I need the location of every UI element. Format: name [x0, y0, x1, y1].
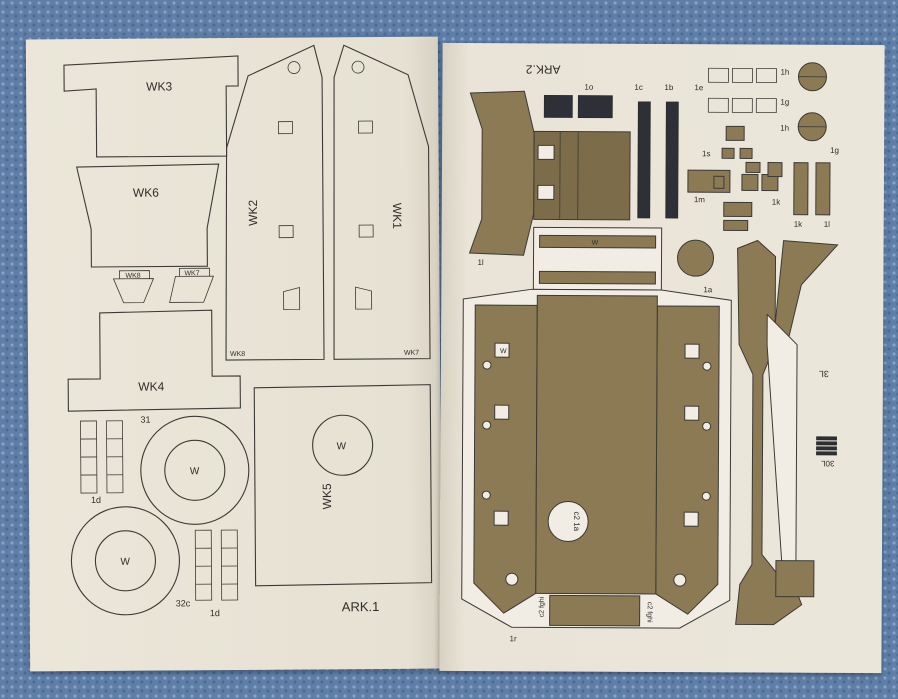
- part-32c-inner: [94, 530, 156, 592]
- part-1a-disc: [677, 239, 715, 277]
- label-wk8-corner: WK8: [230, 351, 245, 358]
- part-wk5: [253, 384, 433, 587]
- mark-wk1-a: [357, 120, 373, 134]
- label-1k-a: 1k: [772, 198, 781, 207]
- label-1h-a: 1h: [780, 68, 789, 77]
- label-32c: 32c: [176, 598, 191, 608]
- label-1e: 1e: [694, 83, 703, 92]
- label-c2-fghi-a: c2 fghi: [539, 596, 546, 617]
- label-wk4: WK4: [138, 379, 164, 393]
- part-wk2-hole: [287, 61, 301, 74]
- label-wk7-corner: WK7: [404, 350, 419, 357]
- mark-w-1: [537, 144, 555, 160]
- part-1b-dark: [665, 101, 679, 219]
- label-c2-1a: c2 1a: [572, 512, 581, 532]
- label-1o: 1o: [584, 83, 593, 92]
- part-wk3: [63, 55, 239, 158]
- part-small-wk7: [169, 267, 215, 303]
- part-upper-hull-left: [468, 90, 535, 256]
- label-1l-top: 1l: [477, 258, 483, 267]
- mark-wk2-b: [278, 225, 294, 239]
- part-upper-hull-front: [533, 130, 631, 221]
- part-wk4: [67, 309, 241, 412]
- part-deck-khaki-band-2: [538, 270, 656, 285]
- label-1h-b: 1h: [780, 124, 789, 133]
- part-wk1-hole: [351, 60, 365, 74]
- label-w-deck: W: [592, 240, 599, 247]
- part-wk5-circle: [312, 414, 374, 476]
- mark-w-2: [537, 184, 555, 200]
- part-1k-strip-b: [815, 162, 831, 216]
- part-wk2: [225, 44, 325, 361]
- label-3l: 3L: [819, 369, 829, 379]
- part-1d-strips-top: [80, 420, 124, 494]
- part-30l-comb: [816, 436, 837, 456]
- mark-wk1-b: [358, 224, 374, 238]
- label-wk8-small: WK8: [125, 273, 140, 280]
- part-1e-boxes: [707, 67, 777, 113]
- part-wk1: [333, 44, 431, 360]
- label-1s: 1s: [702, 149, 711, 158]
- label-wk5: WK5: [320, 483, 334, 509]
- part-hull-side-left: [473, 304, 538, 614]
- label-31: 31: [140, 415, 150, 425]
- part-hull-rear-tab: [549, 594, 641, 627]
- part-hull-markings: [481, 342, 712, 587]
- sheet-ark-2-drawing: ARK.2 1l 1o 1c 1b 1e 1h 1g 1h 1g: [461, 62, 839, 643]
- part-deck-khaki-band: [539, 234, 657, 249]
- part-1k-strip-a: [793, 162, 809, 216]
- label-wk2: WK2: [246, 199, 260, 225]
- label-wk3: WK3: [146, 79, 172, 93]
- part-3l-end: [775, 560, 815, 598]
- label-1g-a: 1g: [780, 98, 789, 107]
- label-1m: 1m: [694, 195, 705, 204]
- sheet-label-ark2: ARK.2: [525, 62, 560, 76]
- sheet-ark-1-drawing: WK3 WK6 WK8 WK7 WK4 WK2 WK8 WK1 WK7 W WK…: [63, 44, 433, 618]
- part-3l-wing: [772, 240, 839, 346]
- sheet-ark-2: ARK.2 1l 1o 1c 1b 1e 1h 1g 1h 1g: [439, 42, 885, 674]
- part-1d-strips-bottom: [194, 529, 239, 601]
- part-wk6: [76, 163, 220, 268]
- label-w-hull: W: [500, 348, 507, 355]
- label-1r: 1r: [510, 634, 517, 643]
- part-31-wheel: [140, 415, 250, 525]
- sheet-label-ark1: ARK.1: [342, 599, 380, 614]
- label-30l: 30L: [821, 459, 835, 468]
- part-1o-dark-b: [577, 95, 613, 119]
- part-3l-strip: [766, 313, 798, 566]
- label-1a: 1a: [703, 285, 712, 294]
- label-1d-b: 1d: [210, 608, 220, 618]
- mark-wk2-c: [283, 287, 301, 311]
- label-1b: 1b: [664, 83, 673, 92]
- part-hull-deck: [535, 294, 658, 595]
- label-1k-b: 1k: [794, 220, 803, 229]
- label-w-32c: W: [120, 557, 130, 568]
- label-w-31: W: [190, 466, 200, 477]
- part-32c-wheel: [70, 506, 180, 616]
- label-wk6: WK6: [133, 186, 159, 200]
- label-w-wk5: W: [337, 441, 347, 452]
- mark-wk2-a: [277, 121, 293, 135]
- part-c2-1a-disc: [547, 501, 589, 543]
- part-1o-dark-a: [543, 94, 573, 118]
- part-31-inner: [164, 439, 226, 501]
- label-wk1: WK1: [390, 203, 404, 229]
- label-1l-right: 1l: [824, 220, 830, 229]
- label-1g-b: 1g: [830, 146, 839, 155]
- label-1c: 1c: [634, 83, 643, 92]
- part-hatches-cluster: [687, 125, 783, 231]
- label-wk7-small: WK7: [184, 270, 199, 277]
- sheet-ark-1: WK3 WK6 WK8 WK7 WK4 WK2 WK8 WK1 WK7 W WK…: [25, 36, 443, 672]
- label-1d-a: 1d: [91, 495, 101, 505]
- mark-wk1-c: [355, 286, 373, 310]
- part-1c-dark: [637, 101, 651, 219]
- part-small-wk8: [112, 270, 155, 304]
- label-c2-fghi-b: c2 fghi: [646, 602, 653, 623]
